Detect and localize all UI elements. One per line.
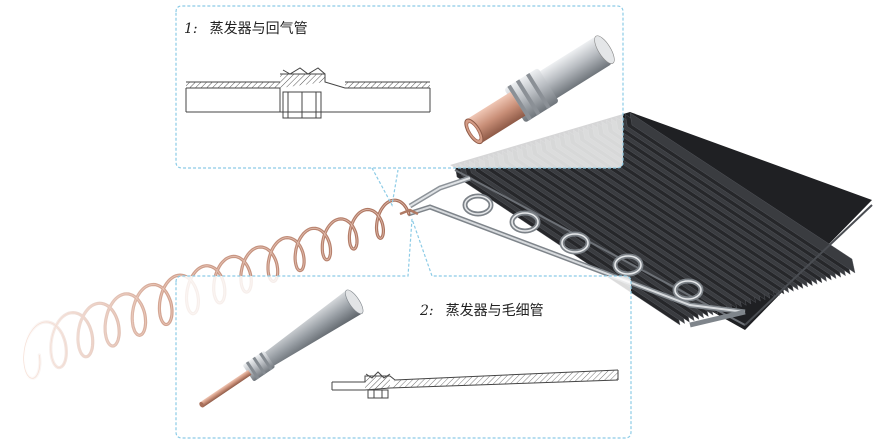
- fin-side-edge: [744, 204, 873, 326]
- return-pipe-joint-3d: [464, 35, 615, 145]
- u-bend-highlight: [674, 280, 702, 300]
- u-bend-highlight: [464, 195, 492, 215]
- callout-1-text: 蒸发器与回气管: [209, 21, 308, 37]
- callout-1-number: 1:: [184, 21, 198, 37]
- callout-2-box: [175, 218, 632, 439]
- callout-1-label: 1: 蒸发器与回气管: [184, 18, 308, 38]
- capillary-section-drawing: [331, 369, 619, 399]
- evaporator-pipe: [407, 175, 746, 328]
- callout-2-number: 2:: [420, 303, 434, 319]
- fin-plate: [629, 112, 856, 274]
- u-bend-highlight: [614, 255, 642, 275]
- evaporator-fins: [450, 112, 873, 330]
- capillary-joint-3d: [199, 289, 364, 408]
- u-bend-highlight: [561, 233, 589, 253]
- callout-2-text: 蒸发器与毛细管: [445, 303, 544, 319]
- u-bend-highlight: [511, 212, 539, 232]
- capillary-connection: [399, 208, 419, 216]
- callout-2-label: 2: 蒸发器与毛细管: [420, 300, 544, 320]
- return-pipe-section-drawing: [185, 67, 431, 119]
- u-bend-tubes: [462, 193, 704, 302]
